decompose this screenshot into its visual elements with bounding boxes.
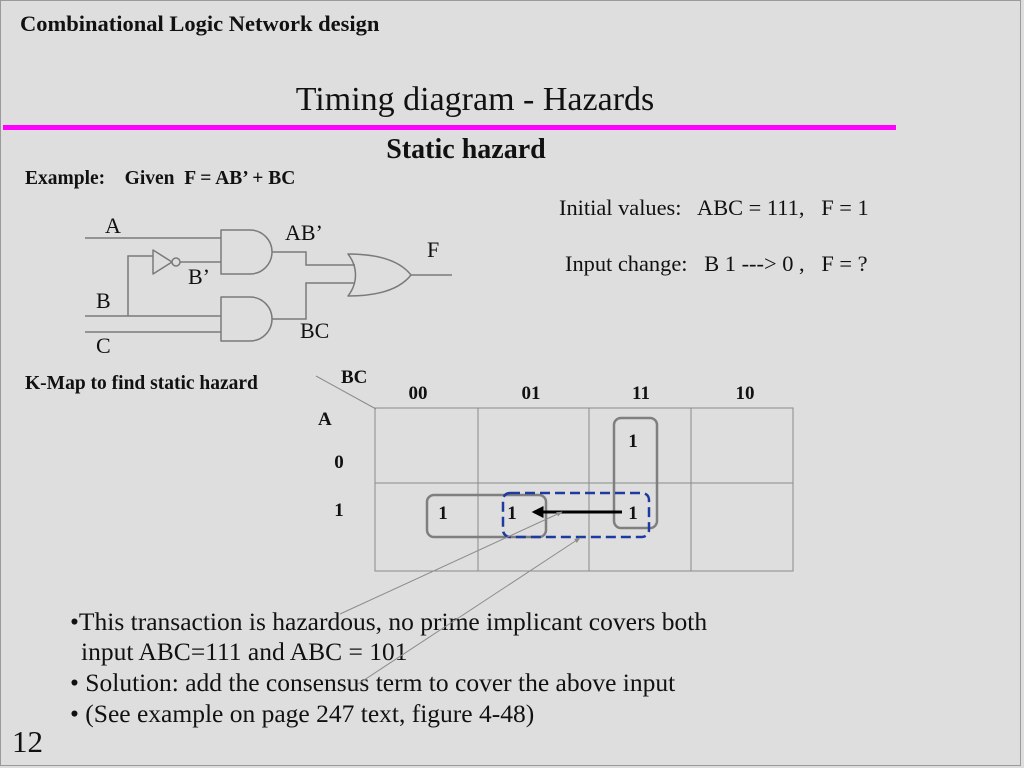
kmap-column-header: 00 xyxy=(409,383,428,404)
annotation-leader-line xyxy=(357,537,581,685)
wire-ab-not xyxy=(272,251,355,266)
or-gate-f xyxy=(347,253,412,297)
kmap-row-header: 0 xyxy=(334,452,344,473)
kmap-column-variable: BC xyxy=(341,367,367,388)
input-change-text: Input change: B 1 ---> 0 , F = ? xyxy=(565,251,868,276)
logic-circuit: A B C B’ AB’ BC F xyxy=(85,213,452,358)
kmap-cell: 1 xyxy=(628,503,638,524)
kmap-row-header: 1 xyxy=(334,500,344,521)
implicant-group-ab-not xyxy=(425,493,548,539)
example-statement: Example: Given F = AB’ + BC xyxy=(25,168,295,189)
slide-title: Timing diagram - Hazards xyxy=(296,81,655,118)
kmap-caption: K-Map to find static hazard xyxy=(25,373,258,394)
kmap-cell: 1 xyxy=(438,503,448,524)
kmap-column-header: 11 xyxy=(632,383,650,404)
input-label-a: A xyxy=(105,213,121,238)
not-gate-b xyxy=(152,249,173,275)
note-line: • (See example on page 247 text, figure … xyxy=(70,699,534,728)
kmap-column-header: 01 xyxy=(522,383,541,404)
and-gate-bc xyxy=(220,296,273,342)
output-label-f: F xyxy=(427,237,439,262)
not-b-label: B’ xyxy=(188,264,210,289)
page-number: 12 xyxy=(12,724,43,759)
slide-header: Combinational Logic Network design xyxy=(20,11,380,36)
kmap-cell: 1 xyxy=(628,431,638,452)
input-label-b: B xyxy=(96,288,111,313)
annotation-leader-line xyxy=(339,511,563,615)
title-divider xyxy=(3,125,896,130)
term-bc-label: BC xyxy=(300,318,329,343)
wire-b-branch xyxy=(127,255,153,316)
note-line: • Solution: add the consensus term to co… xyxy=(70,668,675,697)
kmap-column-header: 10 xyxy=(736,383,755,404)
consensus-group-ac xyxy=(501,491,651,539)
input-label-c: C xyxy=(96,333,111,358)
notes: •This transaction is hazardous, no prime… xyxy=(70,607,707,728)
section-heading: Static hazard xyxy=(386,134,546,165)
and-gate-ab-not xyxy=(220,229,273,275)
kmap-row-variable: A xyxy=(318,409,332,430)
kmap-grid-outline xyxy=(374,407,794,572)
kmap-cell: 1 xyxy=(507,503,517,524)
note-line: input ABC=111 and ABC = 101 xyxy=(81,637,408,666)
karnaugh-map: BC A 00 01 11 10 0 1 1 1 1 1 xyxy=(315,367,794,572)
kmap-corner-diagonal xyxy=(315,375,377,410)
implicant-group-bc xyxy=(612,416,659,530)
initial-values-text: Initial values: ABC = 111, F = 1 xyxy=(559,195,869,220)
note-line: •This transaction is hazardous, no prime… xyxy=(70,607,707,636)
term-ab-not-label: AB’ xyxy=(285,220,323,245)
wire-bc xyxy=(272,282,355,320)
